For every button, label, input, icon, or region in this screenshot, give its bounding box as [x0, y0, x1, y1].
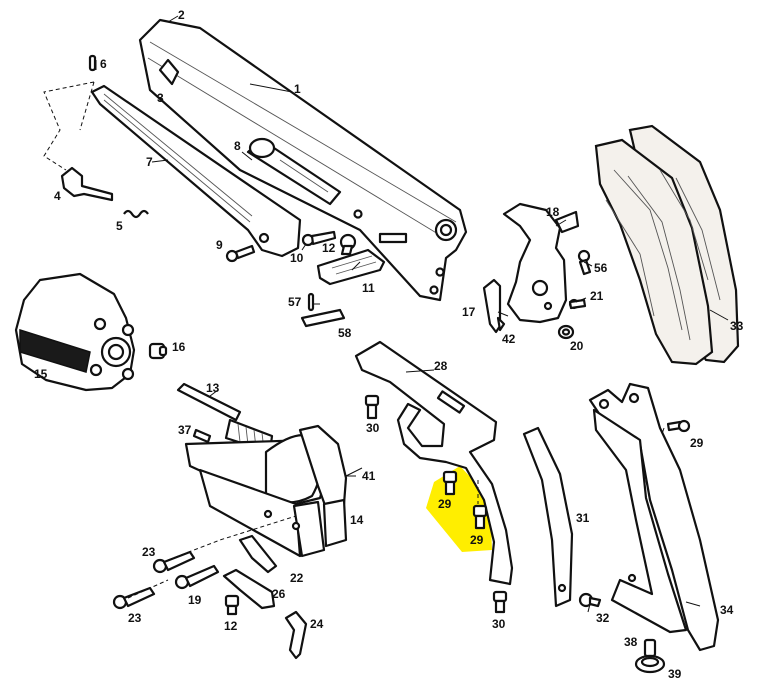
part-37-pin — [192, 428, 212, 444]
label-14: 14 — [350, 513, 364, 527]
label-12: 12 — [322, 241, 336, 255]
label-42: 42 — [502, 332, 516, 346]
label-11: 11 — [362, 281, 375, 295]
label-16: 16 — [172, 340, 186, 354]
label-3: 3 — [157, 91, 164, 105]
label-37: 37 — [178, 423, 192, 437]
label-13: 13 — [206, 381, 220, 395]
part-56-screw — [577, 249, 592, 276]
label-33: 33 — [730, 319, 744, 333]
part-23-screw-top — [152, 550, 196, 574]
part-26-spring — [222, 568, 276, 610]
part-30-screw-bottom — [492, 590, 508, 614]
label-21: 21 — [590, 289, 604, 303]
label-34: 34 — [720, 603, 734, 617]
part-29-screw-b — [472, 504, 488, 530]
label-15: 15 — [34, 367, 48, 381]
label-10: 10 — [290, 251, 304, 265]
part-22-trigger — [238, 534, 278, 574]
label-1: 1 — [294, 82, 301, 96]
part-11-block — [316, 248, 386, 286]
part-28-trigger-guard — [354, 340, 514, 586]
label-23-top: 23 — [142, 545, 156, 559]
leader-23-dash — [127, 515, 297, 599]
part-20-washer — [557, 324, 575, 340]
label-30-bottom: 30 — [492, 617, 506, 631]
label-32: 32 — [596, 611, 610, 625]
part-16-nipple — [148, 342, 168, 360]
label-26: 26 — [272, 587, 286, 601]
part-15-cylinder — [14, 272, 136, 392]
part-17-bolt — [482, 278, 502, 334]
label-31: 31 — [576, 511, 590, 525]
part-32-screw — [578, 592, 602, 608]
part-58-wire — [300, 308, 346, 328]
part-9-screw — [225, 244, 256, 263]
label-56: 56 — [594, 261, 608, 275]
part-57-pin — [307, 292, 315, 312]
label-2: 2 — [178, 8, 185, 22]
part-41-pin — [345, 467, 363, 477]
leader-6-to-4 — [43, 81, 95, 171]
label-20: 20 — [570, 339, 584, 353]
part-29-screw-c — [666, 419, 691, 433]
label-58: 58 — [338, 326, 352, 340]
label-57: 57 — [288, 295, 302, 309]
label-30-top: 30 — [366, 421, 380, 435]
part-23-screw-bottom — [112, 586, 156, 610]
label-7: 7 — [146, 155, 153, 169]
label-29-b: 29 — [470, 533, 484, 547]
part-hammer — [502, 202, 580, 324]
part-wedge — [246, 137, 342, 206]
label-5: 5 — [116, 219, 123, 233]
highlight-screws-29 — [426, 466, 492, 552]
leader-lines — [95, 15, 729, 613]
label-4: 4 — [54, 189, 61, 203]
part-10-screw — [301, 230, 337, 247]
part-loading-lever — [90, 84, 302, 258]
part-19-screw — [174, 564, 220, 590]
label-24: 24 — [310, 617, 324, 631]
label-38: 38 — [624, 635, 638, 649]
part-6-pin — [88, 54, 97, 72]
label-18: 18 — [546, 205, 560, 219]
label-39: 39 — [668, 667, 682, 681]
part-42-pin — [496, 316, 506, 332]
part-13-ram-assembly — [176, 382, 348, 558]
part-12-screw-bottom — [224, 594, 240, 616]
part-38-39-escutcheon — [634, 638, 666, 674]
part-5-spring — [123, 209, 149, 219]
label-22: 22 — [290, 571, 304, 585]
part-31-hole — [557, 583, 567, 593]
part-latch — [60, 166, 114, 202]
label-19: 19 — [188, 593, 202, 607]
label-28: 28 — [434, 359, 448, 373]
label-9: 9 — [216, 238, 223, 252]
label-8: 8 — [234, 139, 241, 153]
part-barrel — [138, 18, 468, 302]
label-41: 41 — [362, 469, 376, 483]
part-24-sear — [284, 610, 308, 660]
label-23-bottom: 23 — [128, 611, 142, 625]
part-34-backstrap-frame — [588, 382, 720, 652]
label-17: 17 — [462, 305, 476, 319]
part-33-grips — [594, 124, 740, 366]
part-29-screw-a — [442, 470, 458, 496]
label-29-a: 29 — [438, 497, 452, 511]
part-30-screw-top — [364, 394, 380, 420]
part-12-screw-top — [339, 233, 357, 256]
label-29-c: 29 — [690, 436, 704, 450]
part-31-backstrap — [522, 426, 574, 608]
label-6: 6 — [100, 57, 107, 71]
label-12-bottom: 12 — [224, 619, 238, 633]
